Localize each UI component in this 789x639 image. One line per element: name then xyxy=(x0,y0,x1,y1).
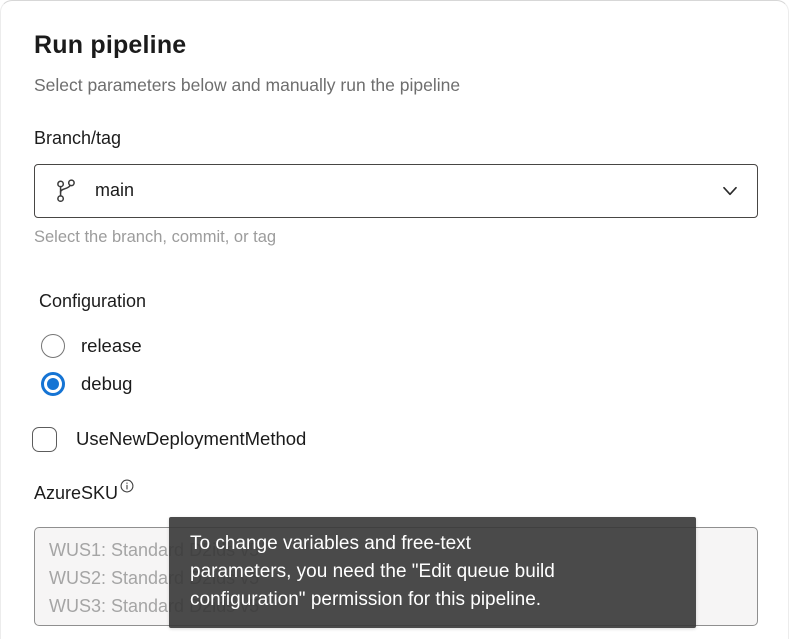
radio-button[interactable] xyxy=(41,371,65,396)
branch-helper-text: Select the branch, commit, or tag xyxy=(34,227,277,246)
info-icon[interactable] xyxy=(120,479,134,493)
branch-tag-label: Branch/tag xyxy=(34,127,122,148)
page-subtitle: Select parameters below and manually run… xyxy=(34,74,461,95)
chevron-down-icon xyxy=(719,180,741,202)
radio-option-debug[interactable]: debug xyxy=(41,371,788,396)
radio-option-release[interactable]: release xyxy=(41,333,788,358)
permission-tooltip: To change variables and free-text parame… xyxy=(169,517,696,628)
git-branch-icon xyxy=(53,178,79,204)
radio-label: release xyxy=(81,334,142,356)
checkbox-label: UseNewDeploymentMethod xyxy=(76,428,307,450)
use-new-deployment-method-row[interactable]: UseNewDeploymentMethod xyxy=(32,426,788,452)
configuration-label: Configuration xyxy=(39,290,147,311)
azure-sku-label: AzureSKU xyxy=(34,482,119,503)
radio-label: debug xyxy=(81,372,133,394)
branch-selector[interactable]: main xyxy=(34,163,758,218)
branch-selected-value: main xyxy=(95,180,135,201)
checkbox[interactable] xyxy=(32,426,57,452)
radio-button[interactable] xyxy=(41,333,65,358)
page-title: Run pipeline xyxy=(34,31,187,59)
